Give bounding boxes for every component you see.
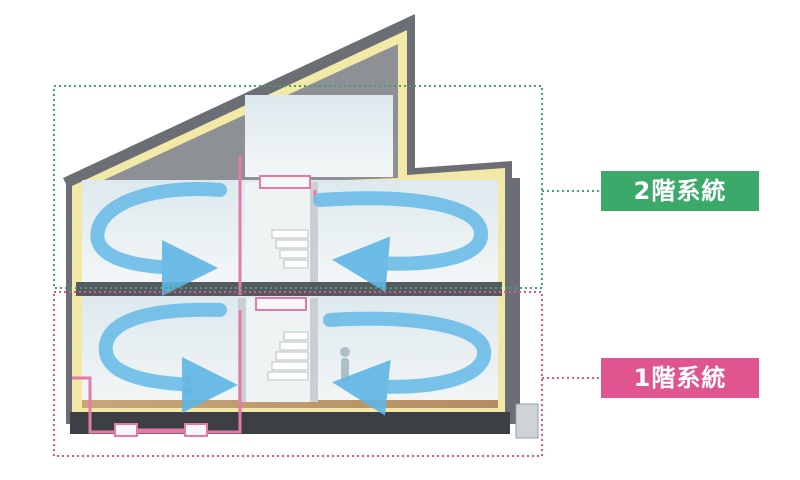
- partition-wall-left-1f: [238, 298, 246, 402]
- ventilation-unit-icon: [114, 175, 311, 437]
- staircase: [267, 229, 309, 381]
- loft-room: [245, 95, 393, 177]
- airflow-arrow-icon: [90, 182, 492, 416]
- intermediate-floor-slab: [76, 282, 502, 296]
- second-floor-system-label: 2階系統: [601, 171, 759, 211]
- outdoor-unit-icon: [515, 403, 539, 439]
- partition-wall-1f: [310, 298, 318, 402]
- first-floor-system-label: 1階系統: [601, 358, 759, 398]
- first-floor-zone-frame: [53, 291, 600, 457]
- partition-wall-2f: [310, 182, 318, 282]
- first-floor-flooring: [82, 400, 498, 408]
- ventilation-ducts: [72, 155, 317, 434]
